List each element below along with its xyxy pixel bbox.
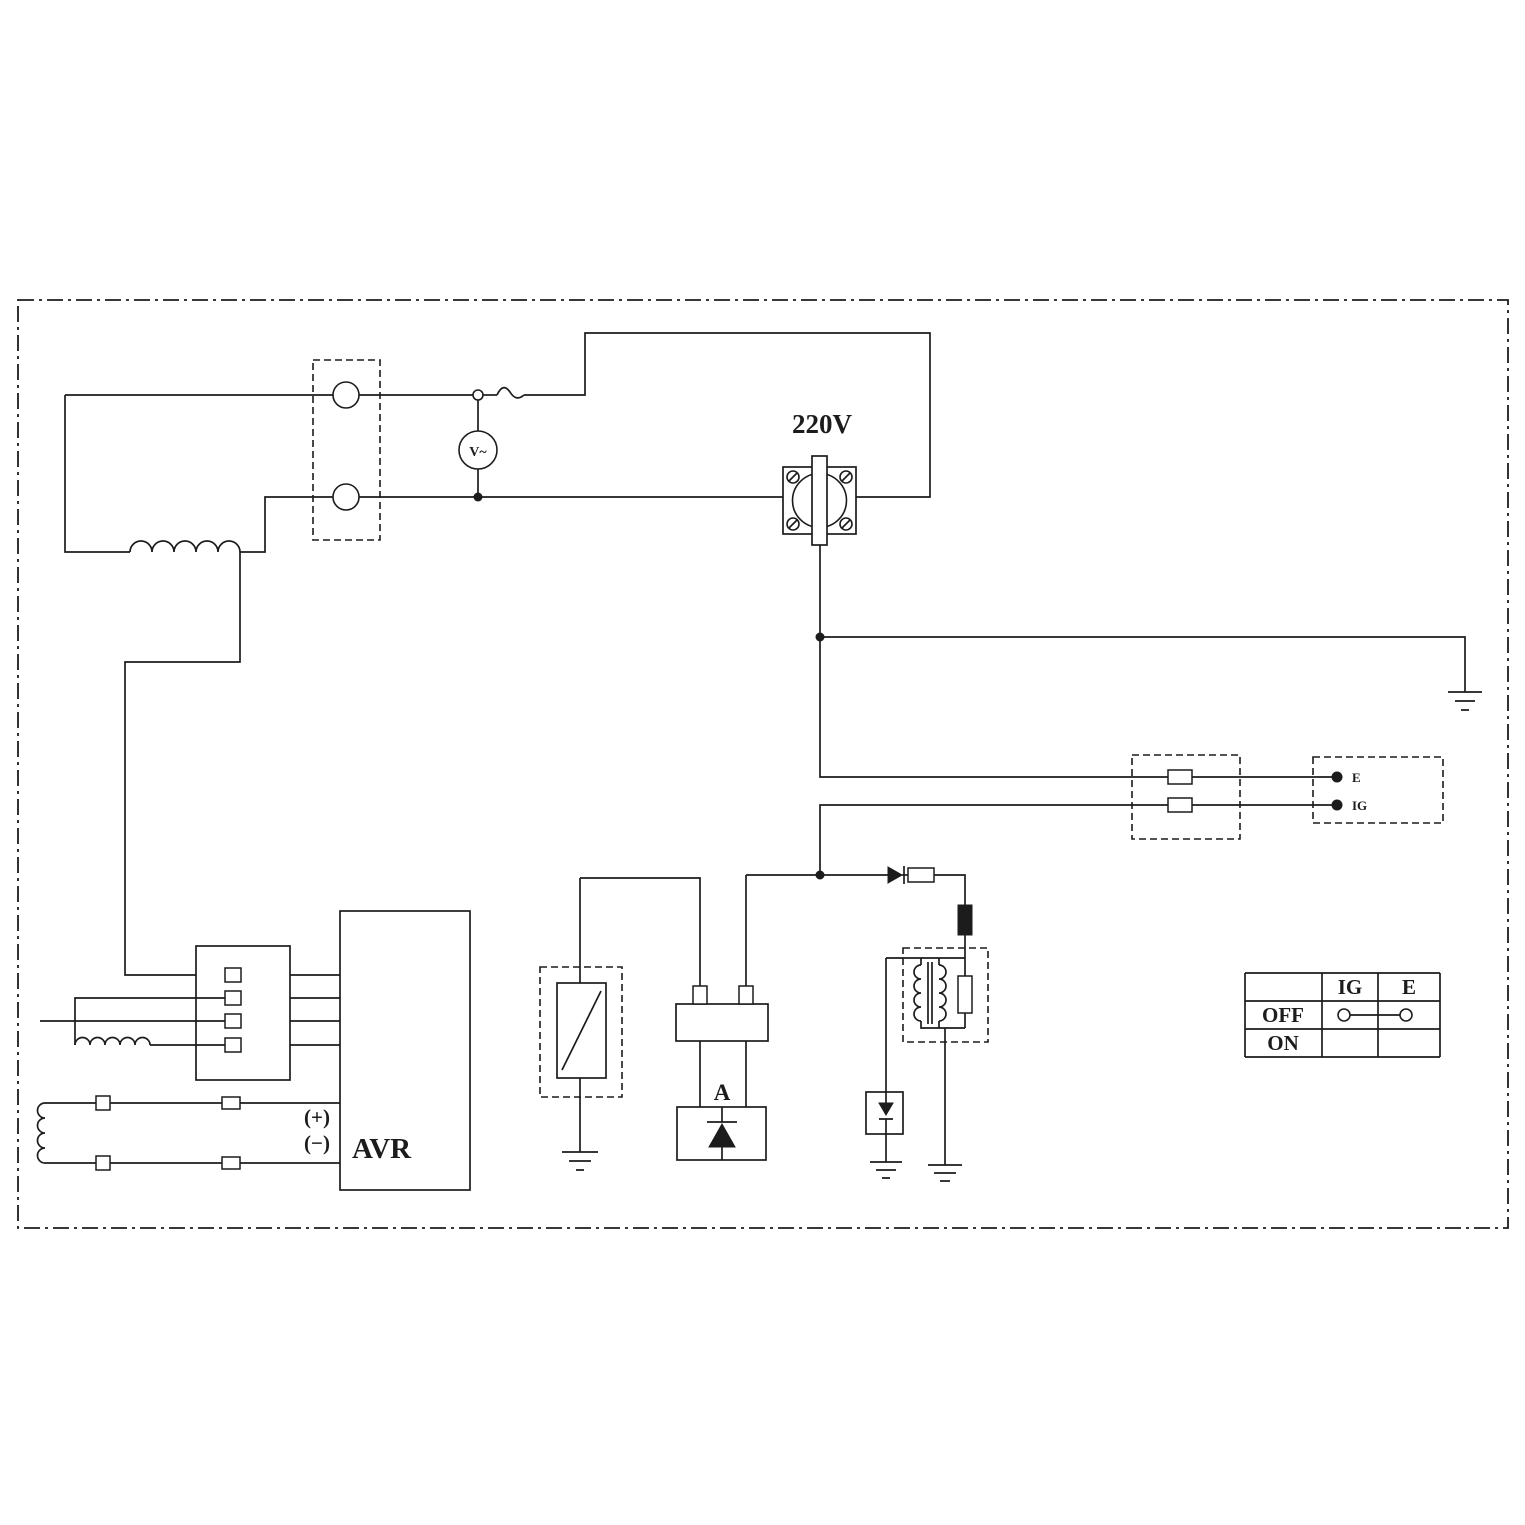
engine-switch-table: IG E OFF ON — [1244, 972, 1441, 1058]
avr-block: AVR (+) (−) — [304, 910, 471, 1191]
contact-node-icon — [1337, 1008, 1351, 1022]
avr-plus-label: (+) — [304, 1105, 330, 1129]
coil-resistor — [957, 975, 973, 1014]
contact-node-icon — [1399, 1008, 1413, 1022]
coil-core-icon — [927, 962, 933, 1024]
table-row-off: OFF — [1262, 1003, 1304, 1027]
ground-icon — [1448, 691, 1482, 711]
e-ig-harness: E IG — [819, 754, 1444, 875]
connector-pin — [221, 1096, 241, 1110]
table-row-on: ON — [1267, 1031, 1299, 1055]
ground-icon — [928, 1164, 962, 1182]
diode-icon — [887, 866, 904, 884]
outlet-voltage-label: 220V — [792, 409, 853, 439]
spark-plug-gap-icon — [878, 1102, 894, 1116]
oil-alert-label: A — [714, 1080, 731, 1105]
ground-icon — [870, 1161, 902, 1179]
avr-body — [339, 910, 471, 1191]
outlet-slot — [811, 455, 828, 546]
connector-pin — [1167, 769, 1193, 785]
inline-connector — [95, 1095, 111, 1111]
diode-icon — [708, 1122, 736, 1148]
connector-pin — [692, 985, 708, 1005]
terminal-e-label: E — [1352, 770, 1361, 785]
avr-minus-label: (−) — [304, 1131, 330, 1155]
connector-pin — [1167, 797, 1193, 813]
ground-icon — [562, 1151, 598, 1171]
ignition-circuit — [746, 866, 989, 1182]
avr-label: AVR — [352, 1133, 412, 1165]
oil-alert-unit: A — [675, 875, 769, 1161]
oil-alert-connector — [675, 1003, 769, 1042]
noise-suppressor — [957, 904, 973, 936]
inline-connector — [95, 1155, 111, 1171]
terminal-e-dot — [1331, 771, 1343, 783]
harness-connector — [1131, 754, 1241, 840]
generator-stator-winding — [64, 394, 333, 976]
table-header-e: E — [1402, 975, 1416, 999]
avr-connector-body — [195, 945, 291, 1081]
oil-level-sensor — [539, 877, 701, 1171]
tap-node-icon — [472, 389, 484, 401]
connector-pin — [738, 985, 754, 1005]
terminal-ig-dot — [1331, 799, 1343, 811]
secondary-coil-icon — [938, 964, 947, 1022]
exciter-field-winding — [36, 1095, 340, 1171]
terminal-ig-label: IG — [1352, 798, 1367, 813]
connector-terminal-bottom — [332, 483, 360, 511]
sense-winding — [40, 997, 225, 1046]
neutral-ground-run — [815, 545, 1482, 778]
table-header-ig: IG — [1338, 975, 1363, 999]
connector-terminal-top — [332, 381, 360, 409]
output-wiring — [359, 332, 931, 498]
connector-pin — [224, 967, 242, 983]
engine-terminal-block — [1312, 756, 1444, 824]
connector-pin — [221, 1156, 241, 1170]
connector-pin — [224, 990, 242, 1006]
primary-coil-icon — [913, 964, 922, 1022]
voltmeter-label: V~ — [469, 445, 487, 460]
outlet-220v: 220V — [782, 409, 857, 546]
diode-body — [907, 867, 935, 883]
avr-connector — [195, 945, 340, 1081]
fuse-symbol — [496, 386, 525, 399]
voltmeter: V~ — [458, 389, 498, 502]
diagram-border — [17, 299, 1509, 1229]
connector-pin — [224, 1037, 242, 1053]
stator-connector — [312, 359, 381, 541]
connector-pin — [224, 1013, 242, 1029]
